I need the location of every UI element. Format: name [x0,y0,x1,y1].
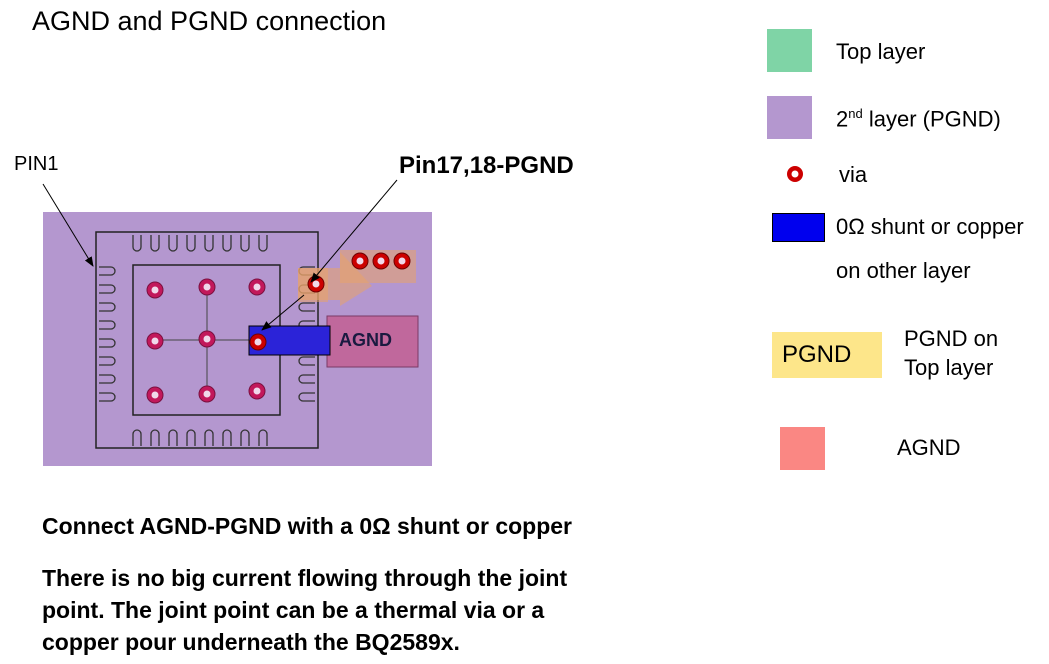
package-pin-left [99,374,116,384]
vias [146,252,411,404]
body-line-1: Connect AGND-PGND with a 0Ω shunt or cop… [42,513,572,539]
shunt-pointer [261,294,305,331]
agnd-pad [326,315,419,368]
body-paragraph-line-2: point. The joint point can be a thermal … [42,597,545,623]
package-pin-top [150,235,160,252]
package-pin-right [298,392,315,402]
package-pin-top [240,235,250,252]
package-pins [99,235,315,446]
package-pin-bottom [186,429,196,446]
thermal-via-hole [203,390,211,398]
agnd-pad-label: AGND [339,330,392,350]
pgnd-pin-pointer [310,179,398,283]
legend-label-shunt-line2: on other layer [836,258,971,283]
page-title: AGND and PGND connection [32,6,387,36]
thermal-via-hole [151,391,159,399]
pgnd-pin-label: Pin17,18-PGND [399,152,574,179]
pcb-diagram: AGND PIN1 Pin17,18-PGND [14,152,574,466]
pin1-pointer [42,183,94,267]
legend-swatch-pgnd-top: PGND [772,332,882,378]
legend-label-second-layer: 2nd layer (PGND) [836,106,1001,132]
body-paragraph-line-3: copper pour underneath the BQ2589x. [42,629,460,655]
package-pin-top [186,235,196,252]
legend-swatch-top-layer [767,29,812,72]
pgnd-via-hole [377,257,385,265]
pgnd-via-hole [398,257,406,265]
pgnd-via-hole [356,257,364,265]
legend-label-shunt-line1: 0Ω shunt or copper [836,214,1024,239]
pin1-label: PIN1 [14,153,58,175]
thermal-via-hole [151,337,159,345]
package-pin-left [99,320,116,330]
thermal-via-hole [253,387,261,395]
legend-swatch-second-layer [767,96,812,139]
legend-swatch-shunt [772,213,825,242]
package-pin-top [204,235,214,252]
package-pin-top [222,235,232,252]
legend-label-agnd: AGND [897,435,961,460]
body-paragraph-line-1: There is no big current flowing through … [42,565,568,591]
pgnd-via-hole [312,280,320,288]
legend-label-pgnd-top-line1: PGND on [904,326,999,351]
legend-pgnd-box-label: PGND [782,341,852,368]
package-pin-left [99,302,116,312]
package-pin-left [99,284,116,294]
thermal-via-hole [253,283,261,291]
package-pin-right [298,302,315,312]
legend-via-icon [787,166,803,182]
thermal-via-hole [151,286,159,294]
package-pin-bottom [222,429,232,446]
package-pin-right [298,374,315,384]
package-pin-bottom [168,429,178,446]
package-pin-bottom [150,429,160,446]
body-paragraph: There is no big current flowing through … [42,562,567,658]
legend-label-via: via [839,162,868,187]
package-pin-bottom [240,429,250,446]
package-pin-left [99,356,116,366]
legend-label-pgnd-top-line2: Top layer [904,355,994,380]
package-pin-left [99,392,116,402]
package-pin-top [168,235,178,252]
package-pin-top [132,235,142,252]
package-pin-bottom [204,429,214,446]
thermal-via-hole [203,283,211,291]
package-pin-bottom [258,429,268,446]
package-pin-right [298,356,315,366]
thermal-via-hole [203,335,211,343]
package-pin-left [99,266,116,276]
package-pin-top [258,235,268,252]
legend-label-top-layer: Top layer [836,39,926,64]
legend-swatch-agnd [780,427,825,470]
package-pin-left [99,338,116,348]
package-pin-bottom [132,429,142,446]
pgnd-via-hole [254,338,262,346]
